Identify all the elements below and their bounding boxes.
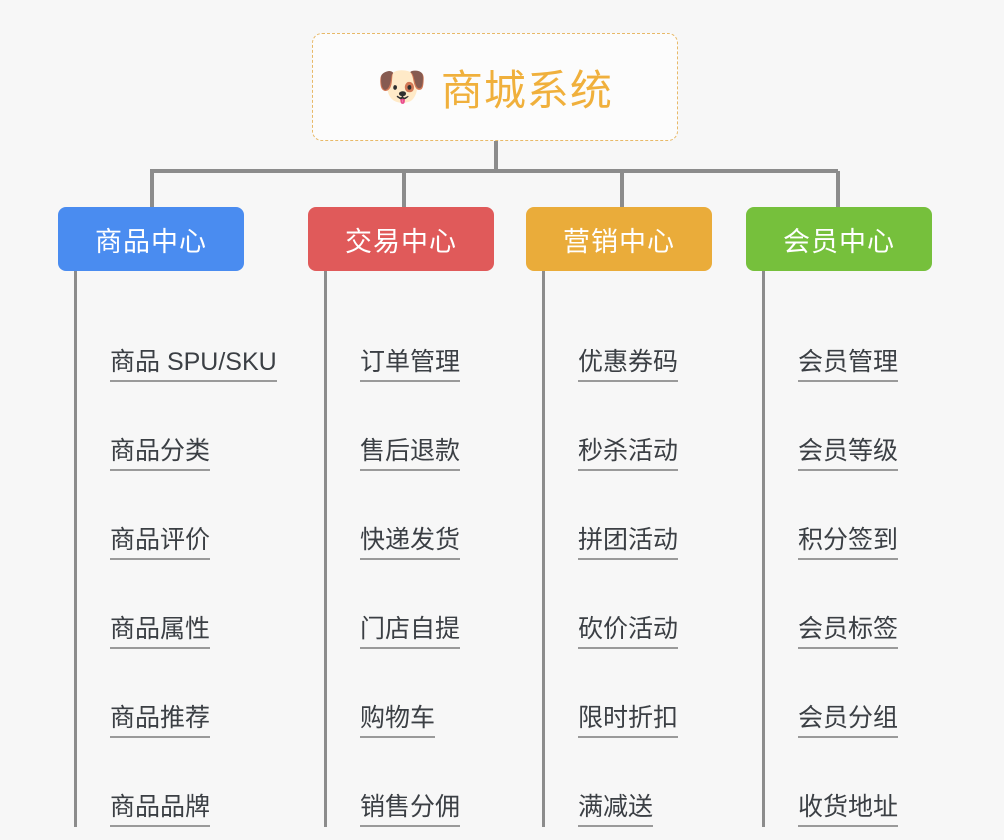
branch-header-2[interactable]: 交易中心 (308, 207, 494, 271)
branch-item[interactable]: 会员标签 (762, 560, 932, 649)
branch-spine (762, 271, 765, 827)
connector-drop-3 (620, 171, 624, 207)
branch-spine (324, 271, 327, 827)
branch-header-1[interactable]: 商品中心 (58, 207, 244, 271)
branch-item[interactable]: 满减送 (542, 738, 712, 827)
branch-item[interactable]: 会员分组 (762, 649, 932, 738)
branch-header-3[interactable]: 营销中心 (526, 207, 712, 271)
branch-items-1: 商品 SPU/SKU 商品分类商品评价商品属性商品推荐商品品牌 (74, 271, 277, 827)
branch-item-label: 门店自提 (360, 616, 461, 649)
branch-item[interactable]: 商品 SPU/SKU (74, 293, 277, 382)
root-title: 商城系统 (440, 66, 613, 114)
connector-drop-4 (836, 171, 840, 207)
branch-item-label: 砍价活动 (578, 616, 679, 649)
branch-item[interactable]: 积分签到 (762, 471, 932, 560)
branch-spine (542, 271, 545, 827)
branch-item[interactable]: 购物车 (324, 649, 494, 738)
branch-item-label: 会员标签 (798, 616, 899, 649)
connector-root-stem (494, 141, 498, 171)
branch-item[interactable]: 收货地址 (762, 738, 932, 827)
connector-horizontal-bus (150, 169, 838, 173)
branch-item[interactable]: 商品评价 (74, 471, 244, 560)
branch-items-3: 优惠券码秒杀活动拼团活动砍价活动限时折扣满减送 (542, 271, 712, 827)
branch-item[interactable]: 会员等级 (762, 382, 932, 471)
branch-item-label: 购物车 (360, 705, 436, 738)
branch-item[interactable]: 销售分佣 (324, 738, 494, 827)
branch-item[interactable]: 商品属性 (74, 560, 244, 649)
branch-item[interactable]: 商品分类 (74, 382, 244, 471)
branch-item-label: 商品评价 (110, 527, 211, 560)
branch-spine (74, 271, 77, 827)
branch-header-label: 商品中心 (95, 226, 207, 257)
branch-item-label: 订单管理 (360, 349, 461, 382)
branch-item-label: 会员管理 (798, 349, 899, 382)
branch-item[interactable]: 砍价活动 (542, 560, 712, 649)
branch-header-label: 交易中心 (345, 226, 457, 257)
branch-item[interactable]: 快递发货 (324, 471, 494, 560)
branch-item[interactable]: 商品推荐 (74, 649, 244, 738)
branch-item-label: 限时折扣 (578, 705, 679, 738)
branch-items-2: 订单管理售后退款快递发货门店自提购物车销售分佣 (324, 271, 494, 827)
shiba-dog-face-icon: 🐶 (377, 65, 427, 109)
branch-item[interactable]: 限时折扣 (542, 649, 712, 738)
branch-item-label: 商品 SPU/SKU (110, 349, 277, 382)
branch-header-4[interactable]: 会员中心 (746, 207, 932, 271)
branch-item[interactable]: 商品品牌 (74, 738, 244, 827)
branch-item[interactable]: 会员管理 (762, 293, 932, 382)
branch-item-label: 商品品牌 (110, 794, 211, 827)
root-node[interactable]: 🐶 商城系统 (312, 33, 678, 141)
branch-item-label: 会员分组 (798, 705, 899, 738)
branch-header-label: 营销中心 (563, 226, 675, 257)
branch-item[interactable]: 售后退款 (324, 382, 494, 471)
connector-drop-2 (402, 171, 406, 207)
branch-item[interactable]: 秒杀活动 (542, 382, 712, 471)
branch-column-4: 会员中心会员管理会员等级积分签到会员标签会员分组收货地址 (746, 207, 932, 827)
branch-item-label: 快递发货 (360, 527, 461, 560)
branch-item-label: 秒杀活动 (578, 438, 679, 471)
branch-column-2: 交易中心订单管理售后退款快递发货门店自提购物车销售分佣 (308, 207, 494, 827)
branch-item-label: 优惠券码 (578, 349, 679, 382)
branch-item-label: 售后退款 (360, 438, 461, 471)
branch-items-4: 会员管理会员等级积分签到会员标签会员分组收货地址 (762, 271, 932, 827)
branch-item-label: 商品推荐 (110, 705, 211, 738)
connector-drop-1 (150, 171, 154, 207)
branch-item-label: 收货地址 (798, 794, 899, 827)
branch-header-label: 会员中心 (783, 226, 895, 257)
branch-item-label: 拼团活动 (578, 527, 679, 560)
branch-item-label: 销售分佣 (360, 794, 461, 827)
branch-item-label: 会员等级 (798, 438, 899, 471)
branch-item[interactable]: 门店自提 (324, 560, 494, 649)
branch-item-label: 积分签到 (798, 527, 899, 560)
branch-column-3: 营销中心优惠券码秒杀活动拼团活动砍价活动限时折扣满减送 (526, 207, 712, 827)
branch-item-label: 商品分类 (110, 438, 211, 471)
branch-column-1: 商品中心商品 SPU/SKU 商品分类商品评价商品属性商品推荐商品品牌 (58, 207, 277, 827)
branch-item-label: 商品属性 (110, 616, 211, 649)
branch-item[interactable]: 订单管理 (324, 293, 494, 382)
branch-item-label: 满减送 (578, 794, 654, 827)
branch-item[interactable]: 拼团活动 (542, 471, 712, 560)
branch-item[interactable]: 优惠券码 (542, 293, 712, 382)
